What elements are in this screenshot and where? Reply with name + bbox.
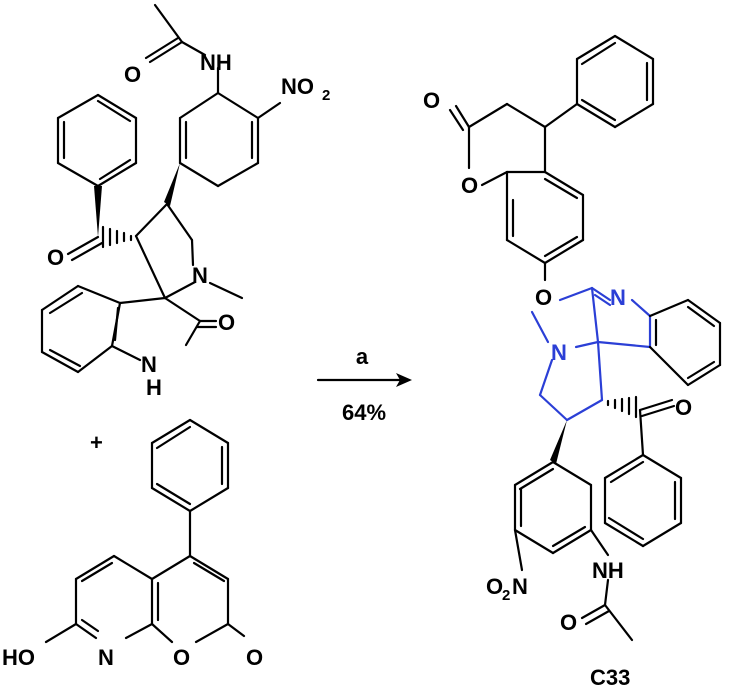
product-hash-bond bbox=[606, 395, 638, 419]
product-structure bbox=[448, 34, 655, 282]
reagent-1-label-o-acyl: O bbox=[124, 62, 141, 87]
product-label-n-imine: N bbox=[610, 285, 626, 310]
product-lower-structure bbox=[513, 298, 722, 642]
product-label-no2-o: O bbox=[486, 574, 503, 599]
reagent-1-label-o-lactam: O bbox=[218, 310, 235, 335]
product-label-nh: NH bbox=[592, 558, 624, 583]
plus-sign: + bbox=[90, 430, 103, 455]
reagent-2-label-o-carbonyl: O bbox=[246, 645, 263, 670]
reagent-2-structure bbox=[44, 418, 246, 644]
reagent-1-label-nh: NH bbox=[200, 50, 232, 75]
arrow-condition-label: a bbox=[356, 344, 369, 369]
reagent-1-label-h-lactam: H bbox=[146, 375, 162, 400]
reagent-2-label-o-ring: O bbox=[173, 645, 190, 670]
reagent-1-label-o-benzoyl: O bbox=[47, 245, 64, 270]
product-label-o-acyl: O bbox=[560, 610, 577, 635]
reagent-1-label-n-methyl: N bbox=[192, 263, 208, 288]
reagent-2-label-n-ring: N bbox=[98, 645, 114, 670]
hash-bond bbox=[101, 225, 133, 249]
arrow-yield-label: 64% bbox=[342, 400, 386, 425]
product-label-no2-subscript: 2 bbox=[502, 587, 510, 604]
product-label-n-methyl: N bbox=[551, 340, 567, 365]
reagent-1-label-no2: NO bbox=[281, 74, 314, 99]
product-highlighted-core bbox=[530, 286, 652, 422]
reagent-2-label-ho: HO bbox=[2, 645, 35, 670]
product-label-o-lactone: O bbox=[461, 173, 478, 198]
product-label-o-top: O bbox=[423, 88, 440, 113]
reagent-1-structure bbox=[40, 3, 282, 374]
reagent-1-label-n-lactam: N bbox=[141, 352, 157, 377]
compound-id-label: C33 bbox=[590, 665, 630, 690]
reaction-arrow bbox=[316, 373, 412, 387]
product-label-o-ether: O bbox=[535, 285, 552, 310]
product-label-no2-n: N bbox=[512, 574, 528, 599]
product-label-o-benzoyl: O bbox=[675, 395, 692, 420]
reagent-1-label-no2-subscript: 2 bbox=[322, 87, 330, 104]
